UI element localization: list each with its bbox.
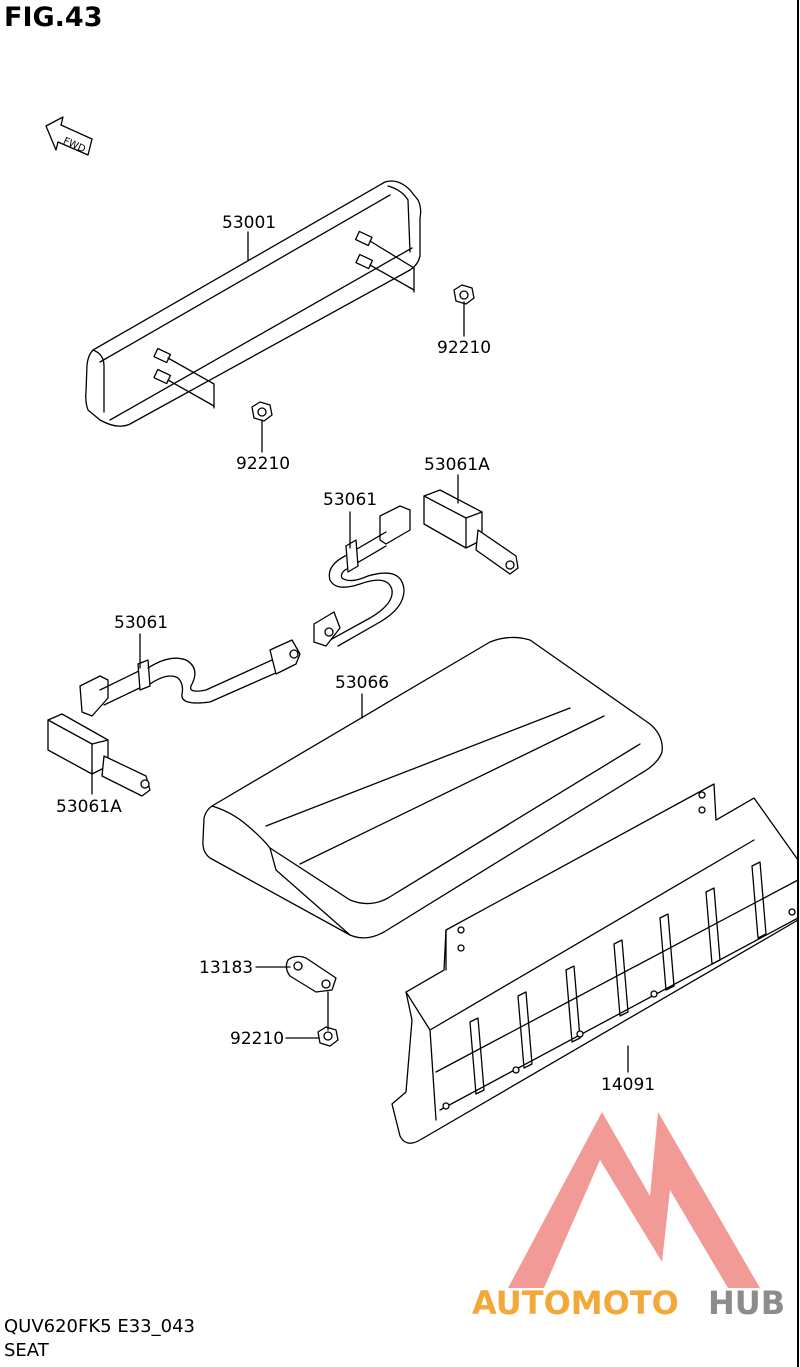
callout-53061-lower: 53061	[114, 613, 168, 633]
callout-13183: 13183	[199, 958, 253, 978]
nut-92210-upper	[453, 284, 475, 305]
callout-92210-lower: 92210	[236, 454, 290, 474]
part-53061A-right	[423, 489, 519, 575]
part-13183-bracket	[285, 955, 337, 993]
callout-14091: 14091	[601, 1075, 655, 1095]
part-53001-seat-back	[85, 180, 422, 427]
part-14091-panel	[391, 783, 799, 1144]
part-53061-lower-strap	[79, 639, 301, 717]
nut-92210-lower	[251, 401, 273, 422]
figure-title: FIG.43	[4, 2, 103, 33]
callout-53066: 53066	[335, 673, 389, 693]
callout-labels: 53001 92210 92210 53061A 53061 53061 530…	[56, 213, 655, 1095]
fwd-arrow-icon: FWD	[45, 116, 93, 156]
nut-92210-bottom	[317, 1026, 339, 1047]
section-name: SEAT	[4, 1340, 49, 1361]
panel-ribs	[469, 861, 767, 1095]
callout-92210-bottom: 92210	[230, 1029, 284, 1049]
part-53061-upper-strap	[313, 505, 411, 647]
leader-lines	[91, 231, 629, 1073]
right-border	[797, 0, 799, 1367]
callout-92210-upper: 92210	[437, 338, 491, 358]
watermark-logo-icon	[508, 1112, 760, 1288]
model-code: QUV620FK5 E33_043	[4, 1316, 195, 1337]
watermark-text-hub: HUB	[708, 1284, 785, 1322]
callout-53061-upper: 53061	[323, 490, 377, 510]
part-53061A-left	[47, 713, 151, 797]
callout-53001: 53001	[222, 213, 276, 233]
callout-53061A-right: 53061A	[424, 455, 490, 475]
watermark-text-automoto: AUTOMOTO	[472, 1284, 679, 1322]
part-53066-seat-cushion	[202, 636, 663, 939]
callout-53061A-left: 53061A	[56, 797, 122, 817]
